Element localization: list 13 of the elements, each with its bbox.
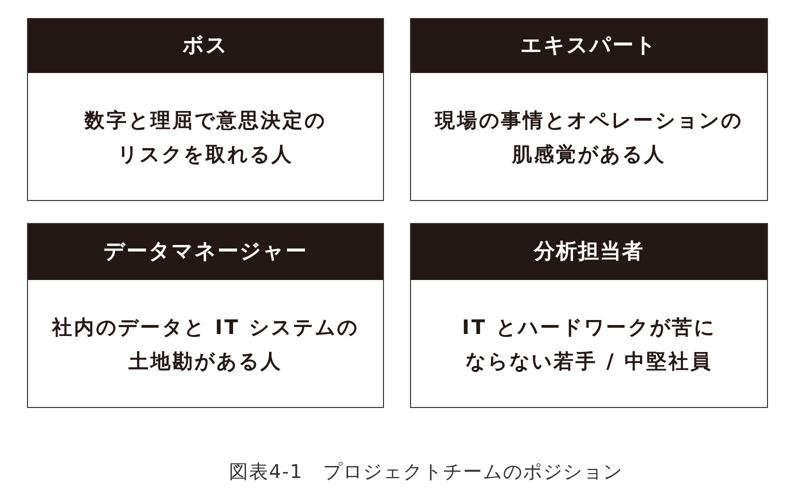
caption: 図表4-1 プロジェクトチームのポジション	[228, 460, 624, 485]
title-bar: データマネージャー	[28, 224, 383, 280]
description-text: 社内のデータと IT システムの土地勘がある人	[50, 314, 360, 374]
position-card	[410, 18, 768, 201]
description-text: IT とハードワークが苦にならない若手 / 中堅社員	[460, 314, 718, 374]
position-card	[27, 18, 384, 201]
position-card	[410, 223, 768, 408]
description-text: 現場の事情とオペレーションの肌感覚がある人	[434, 106, 744, 168]
title-bar: 分析担当者	[411, 224, 767, 280]
title-bar: ボス	[28, 19, 383, 73]
title-bar: エキスパート	[411, 19, 767, 73]
description-text: 数字と理屈で意思決定のリスクを取れる人	[83, 106, 328, 168]
position-card	[27, 223, 384, 408]
